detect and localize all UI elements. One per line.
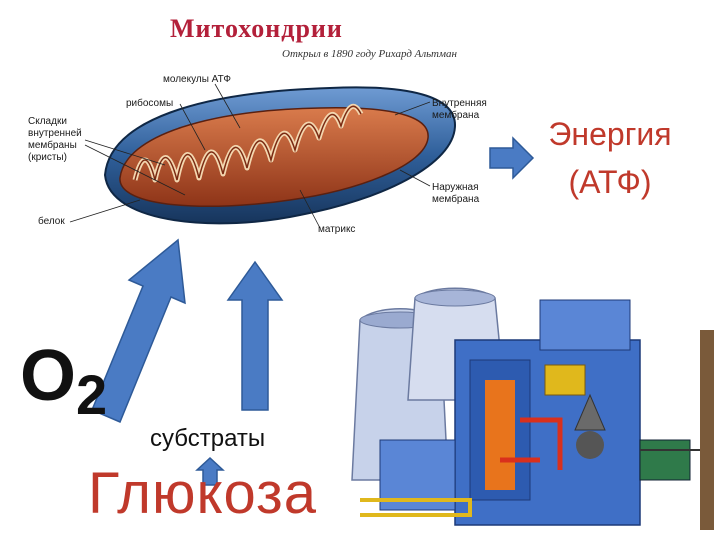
mitochondria-subtitle: Открыл в 1890 году Рихард Альтман: [282, 48, 457, 60]
mitochondria-title: Митохондрии: [170, 14, 343, 44]
power-plant-illustration: [352, 288, 714, 530]
glucose-label: Глюкоза: [88, 460, 317, 527]
label-cristae: Складки внутренней мембраны (кристы): [28, 116, 82, 164]
label-atp-molecules: молекулы АТФ: [163, 74, 231, 86]
energy-line2: (АТФ): [520, 158, 700, 206]
energy-atp-label: Энергия (АТФ): [520, 110, 700, 206]
arrow-substrates-to-mito: [228, 262, 282, 410]
label-ribosomes: рибосомы: [126, 98, 173, 110]
oxygen-label: O2: [20, 335, 107, 427]
substrates-label: субстраты: [150, 425, 265, 453]
label-inner-membrane: Внутренняя мембрана: [432, 98, 487, 122]
label-protein: белок: [38, 216, 65, 228]
label-outer-membrane: Наружная мембрана: [432, 182, 479, 206]
label-matrix: матрикс: [318, 224, 355, 236]
energy-line1: Энергия: [520, 110, 700, 158]
